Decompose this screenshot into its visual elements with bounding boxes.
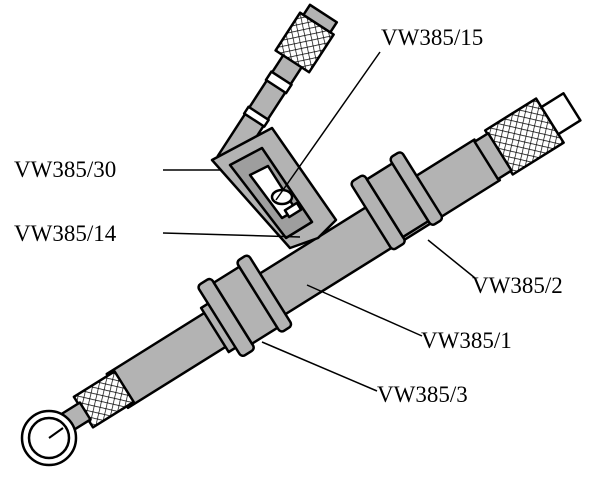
leader-vw385-3 xyxy=(261,341,378,392)
upper-arm-assembly xyxy=(216,3,339,170)
label-vw385-14: VW385/14 xyxy=(14,221,117,246)
leader-vw385-15 xyxy=(275,51,381,201)
upper-arm-gap-2 xyxy=(264,70,293,95)
center-holder xyxy=(210,126,338,250)
leader-vw385-2 xyxy=(427,239,476,279)
leader-vw385-1 xyxy=(306,284,423,337)
label-vw385-2: VW385/2 xyxy=(472,273,563,298)
vw385-3-ring-right xyxy=(236,254,293,333)
holder-pin xyxy=(270,188,294,206)
right-end-cap xyxy=(540,92,582,136)
right-knob-neck xyxy=(473,132,513,181)
label-vw385-30: VW385/30 xyxy=(14,157,116,182)
leader-vw385-14 xyxy=(162,232,301,238)
dial-gauge xyxy=(20,409,78,467)
upper-knob-cap xyxy=(302,3,339,34)
label-vw385-15: VW385/15 xyxy=(381,25,483,50)
vw385-2-ring-right xyxy=(389,151,444,226)
dial-gauge-needle xyxy=(48,427,64,439)
holder-clip xyxy=(283,201,303,219)
collars xyxy=(197,151,444,358)
label-vw385-3: VW385/3 xyxy=(377,382,468,407)
leader-lines xyxy=(162,51,476,392)
label-vw385-1: VW385/1 xyxy=(421,328,512,353)
upper-arm-gap xyxy=(242,105,270,128)
